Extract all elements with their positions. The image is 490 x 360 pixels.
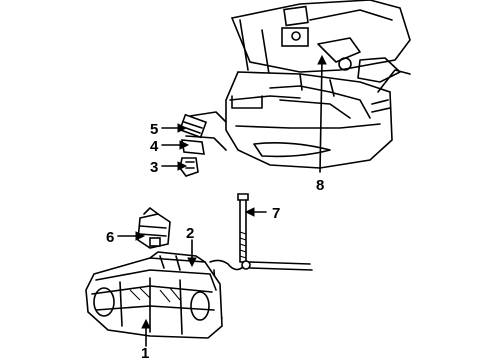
callout-5: 5 — [150, 121, 158, 138]
headlamp-assembly — [85, 251, 223, 339]
connector-assembly — [178, 111, 227, 177]
callout-7: 7 — [272, 205, 280, 222]
callout-3: 3 — [150, 159, 158, 176]
callout-4: 4 — [150, 138, 159, 155]
lamp-wire-harness — [209, 259, 313, 319]
callout-6: 6 — [106, 229, 114, 246]
bolt — [237, 193, 249, 263]
callout-2: 2 — [186, 225, 194, 242]
front-body-structure — [225, 0, 411, 169]
arrowheads — [135, 54, 327, 329]
control-module — [137, 207, 171, 249]
callout-1: 1 — [141, 345, 149, 360]
callout-8: 8 — [316, 177, 324, 194]
